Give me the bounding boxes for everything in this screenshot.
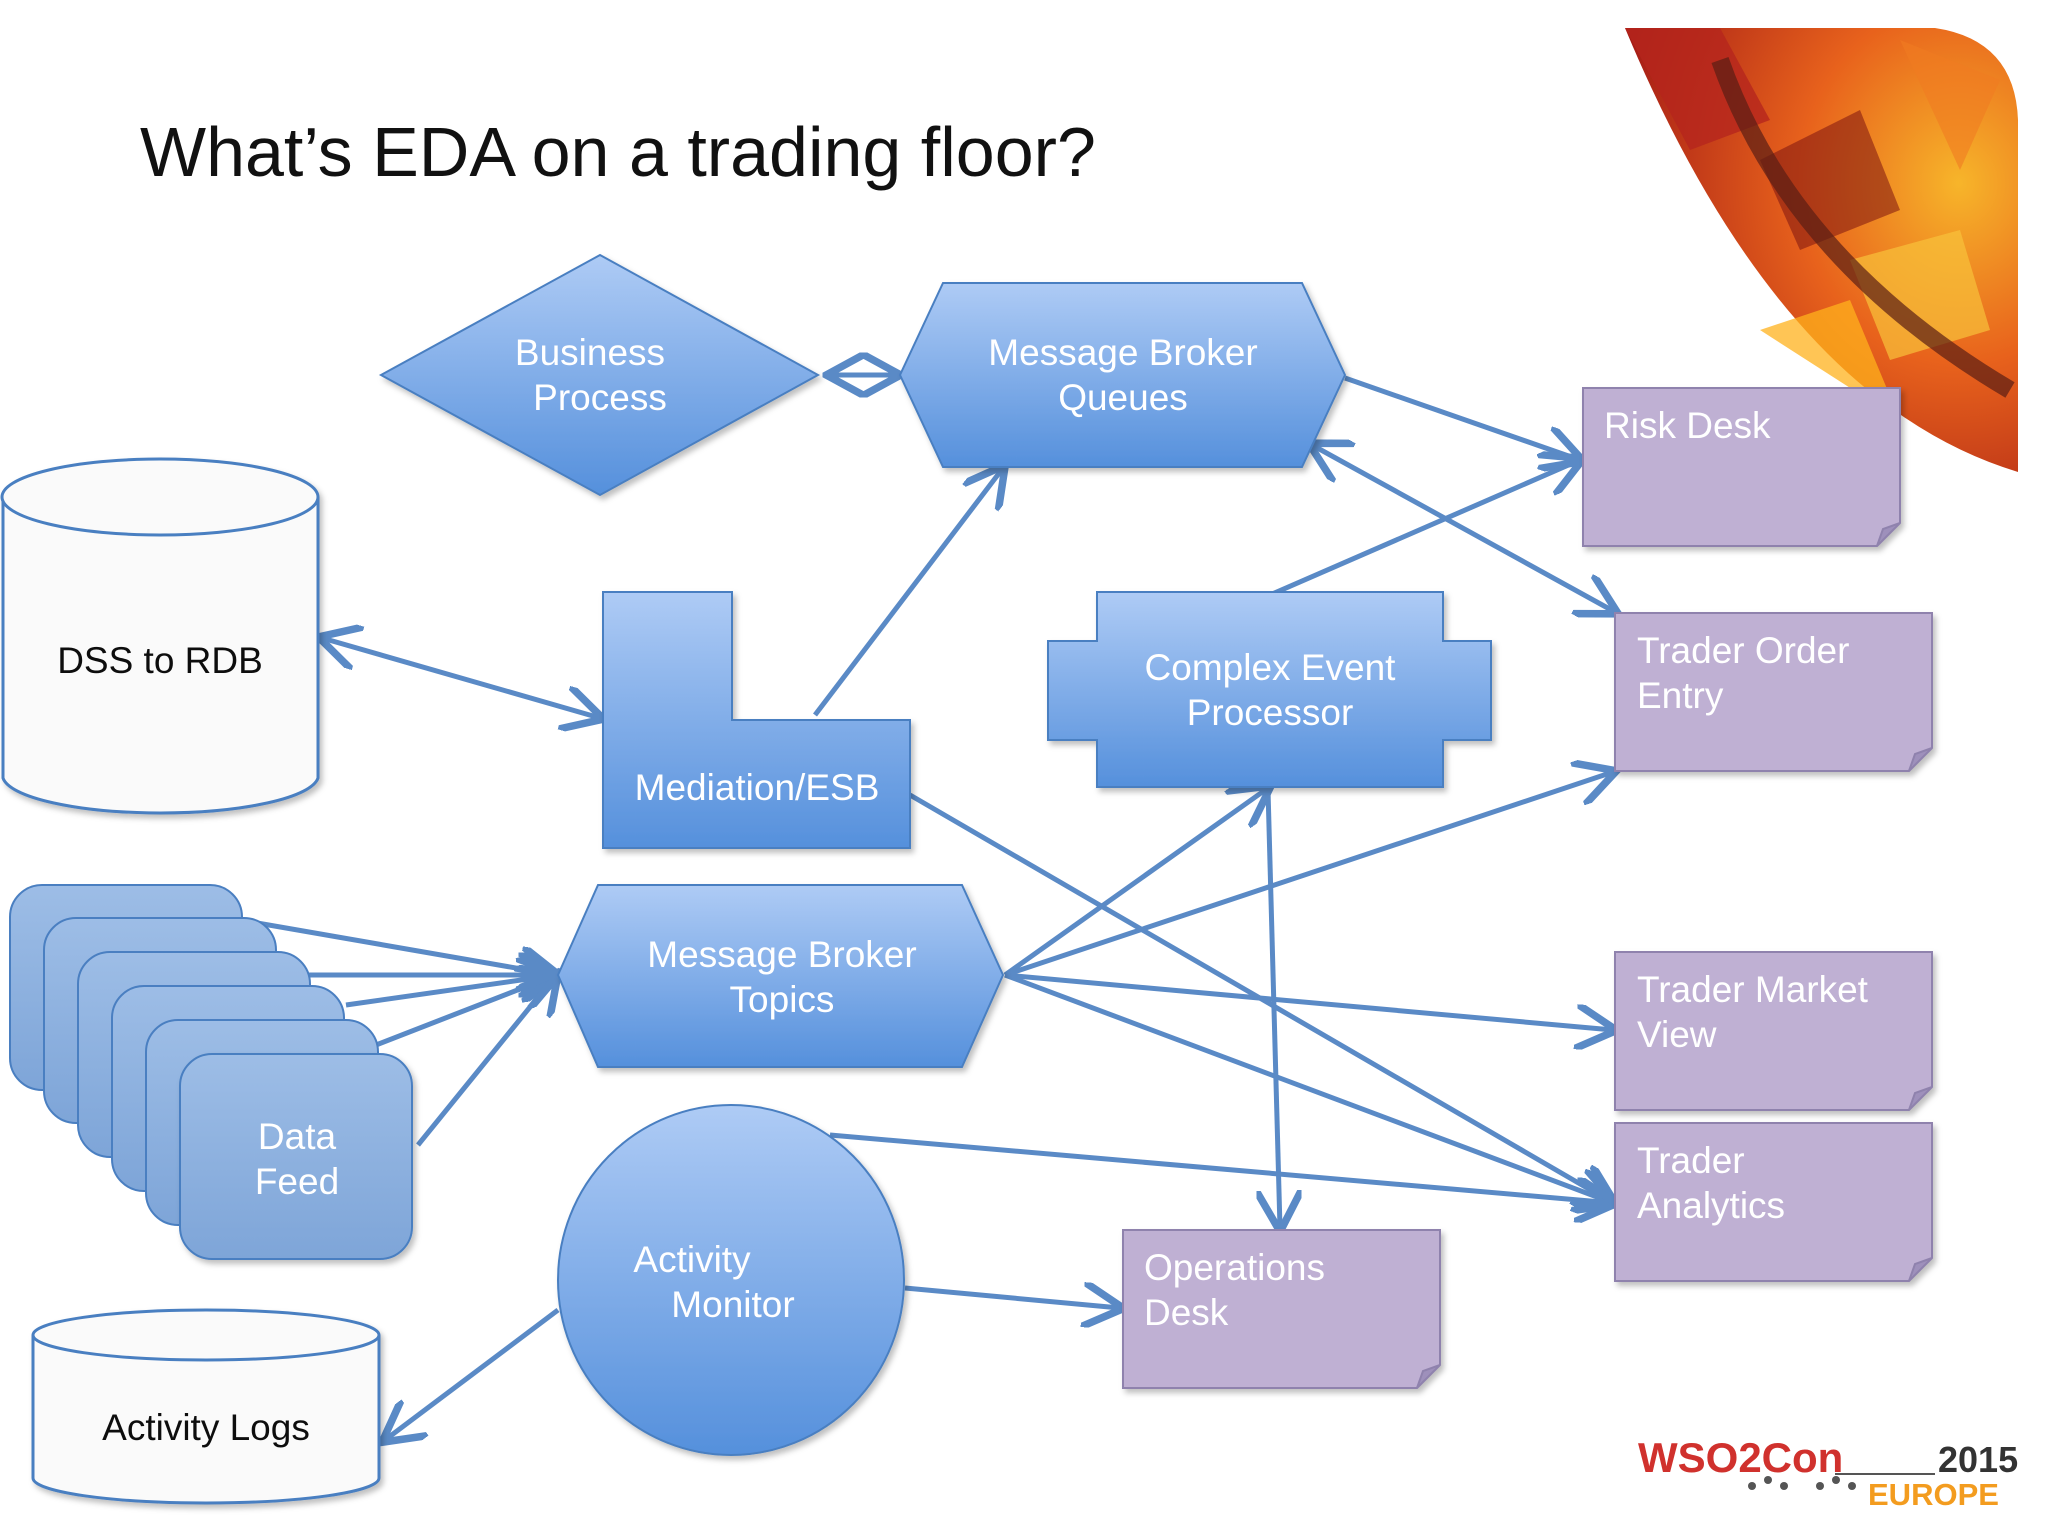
activity-monitor-node: Activity Monitor — [557, 1104, 905, 1456]
business-process-line1: Business — [515, 332, 665, 373]
arrow-dss-mediation — [322, 638, 600, 718]
data-feed-card-6 — [179, 1053, 413, 1260]
activity-logs-cylinder: Activity Logs — [31, 1308, 381, 1505]
data-feed-line2: Feed — [255, 1161, 339, 1202]
arrow-feed-topics-5 — [416, 975, 556, 1147]
arrow-topics-orderentry — [1004, 772, 1613, 978]
risk-desk-node: Risk Desk — [1582, 387, 1901, 547]
logo-brand: WSO2Con — [1638, 1434, 1843, 1481]
cep-line2: Processor — [1187, 692, 1354, 733]
mb-topics-line1: Message Broker — [647, 934, 916, 975]
cep-line1: Complex Event — [1145, 647, 1397, 688]
wso2con-logo: WSO2Con 2015 EUROPE — [1638, 1434, 2018, 1512]
trader-market-view-line1: Trader Market — [1637, 969, 1869, 1010]
slide-title: What’s EDA on a trading floor? — [140, 113, 1096, 191]
arrow-cep-operations — [1268, 789, 1280, 1228]
activity-monitor-line2: Monitor — [671, 1284, 794, 1325]
arrow-feed-topics-1 — [239, 917, 556, 975]
arrow-topics-cep — [1003, 788, 1268, 978]
complex-event-processor-node: Complex Event Processor — [1047, 591, 1492, 788]
trader-analytics-line2: Analytics — [1637, 1185, 1785, 1226]
dss-label: DSS to RDB — [57, 640, 263, 681]
trader-order-entry-node: Trader Order Entry — [1614, 612, 1933, 772]
message-broker-queues-node: Message Broker Queues — [898, 282, 1347, 468]
risk-desk-line1: Risk Desk — [1604, 405, 1771, 446]
message-broker-topics-node: Message Broker Topics — [556, 884, 1005, 1068]
corner-sunburst-graphic — [1625, 28, 2018, 472]
arrow-monitor-logs — [385, 1308, 560, 1440]
trader-analytics-node: Trader Analytics — [1614, 1122, 1933, 1282]
operations-desk-line2: Desk — [1144, 1292, 1229, 1333]
trader-order-entry-line1: Trader Order — [1637, 630, 1849, 671]
connectors — [239, 375, 1615, 1440]
logo-year: 2015 — [1938, 1439, 2018, 1480]
arrow-feed-topics-3 — [345, 975, 556, 1008]
arrow-mbq-risk — [1344, 375, 1580, 460]
arrow-topics-marketview — [1004, 972, 1613, 1030]
business-process-node: Business Process — [378, 253, 821, 497]
business-process-line2: Process — [533, 377, 667, 418]
mediation-label: Mediation/ESB — [635, 767, 880, 808]
activity-monitor-line1: Activity — [633, 1239, 751, 1280]
trader-market-view-node: Trader Market View — [1614, 951, 1933, 1111]
trader-market-view-line2: View — [1637, 1014, 1717, 1055]
activity-logs-label: Activity Logs — [102, 1407, 310, 1448]
arrow-mbq-orderentry — [1312, 445, 1615, 612]
mb-queues-line1: Message Broker — [988, 332, 1257, 373]
mediation-esb-node: Mediation/ESB — [602, 591, 911, 849]
arrow-monitor-analytics — [829, 1132, 1613, 1203]
dss-to-rdb-cylinder: DSS to RDB — [0, 457, 320, 815]
trader-order-entry-line2: Entry — [1637, 675, 1724, 716]
mb-queues-line2: Queues — [1058, 377, 1188, 418]
trader-analytics-line1: Trader — [1637, 1140, 1745, 1181]
operations-desk-line1: Operations — [1144, 1247, 1325, 1288]
data-feed-line1: Data — [258, 1116, 337, 1157]
people-icon — [1748, 1476, 1856, 1490]
arrow-monitor-operations — [904, 1288, 1120, 1308]
arrow-topics-analytics — [1004, 972, 1613, 1203]
arrow-cep-risk — [1269, 460, 1580, 598]
data-feed-stack — [9, 884, 413, 1260]
mb-topics-line2: Topics — [730, 979, 835, 1020]
arrow-mediation-mbq — [813, 468, 1003, 717]
logo-region: EUROPE — [1868, 1477, 1999, 1512]
operations-desk-node: Operations Desk — [1122, 1229, 1441, 1389]
